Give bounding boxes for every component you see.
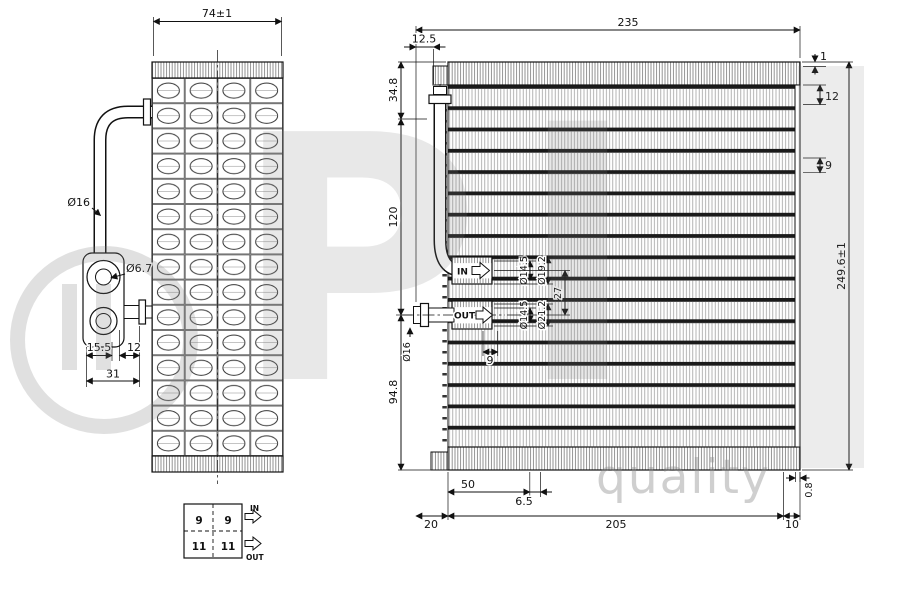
- dim-side-total: 31: [106, 368, 120, 381]
- dim-port-gap: 27: [553, 287, 564, 299]
- dim-side-fitting-dia: Ø6.7: [126, 262, 152, 275]
- side-inlet-pipe: [93, 105, 152, 258]
- dim-front-fin-height: 9: [825, 159, 832, 172]
- front-bottom-plate: [447, 446, 801, 471]
- schematic-out-label: OUT: [246, 553, 264, 562]
- dim-bot-e: 10: [785, 518, 799, 531]
- front-side-plate: [794, 84, 801, 448]
- side-stub-flange: [138, 299, 147, 325]
- dim-front-width: 235: [618, 16, 639, 29]
- side-pipe-flange: [142, 98, 152, 126]
- in-flow-arrow-icon: [471, 261, 491, 280]
- dim-side-pipe-dia: Ø16: [67, 196, 90, 209]
- front-pipe-open-end: [433, 86, 447, 95]
- schematic-cell-r1c2: 9: [224, 515, 231, 527]
- circuit-schematic: 9 9 11 11 IN OUT: [183, 503, 266, 564]
- schematic-in-label: IN: [250, 504, 259, 513]
- schematic-cell-r2c1: 11: [192, 541, 207, 553]
- dim-front-tube-pitch: 12: [825, 90, 839, 103]
- dim-front-seg-mid: 120: [387, 207, 400, 228]
- dim-front-plate-thk: 0.8: [804, 482, 815, 497]
- side-stub: [123, 305, 141, 319]
- dim-bot-c: 20: [424, 518, 438, 531]
- front-core: [447, 84, 801, 448]
- dim-side-offset: 15.5: [87, 341, 112, 354]
- out-flow-arrow-icon: [475, 305, 494, 325]
- front-pipe-flange: [428, 94, 452, 105]
- dim-stub-gap: 9: [487, 354, 494, 367]
- dim-stub-dia: Ø16: [402, 342, 413, 362]
- dim-front-lead: 12.5: [412, 33, 437, 46]
- front-bottom-tab: [430, 451, 449, 471]
- schematic-cell-r1c1: 9: [195, 515, 202, 527]
- dim-front-seg-bot: 94.8: [387, 380, 400, 405]
- dim-out-dia1: Ø14.5: [519, 301, 530, 330]
- dim-side-stub: 12: [127, 341, 141, 354]
- dim-front-seg-top: 34.8: [387, 78, 400, 103]
- dim-front-height: 249.6±1: [835, 242, 848, 290]
- front-view: IN OUT 235 12.5 34.8 120 94.8: [386, 15, 853, 533]
- dim-front-lip: 1: [820, 50, 827, 63]
- schematic-out-arrow-icon: [244, 535, 262, 552]
- dim-side-width: 74±1: [202, 7, 232, 20]
- front-top-plate: [447, 61, 801, 86]
- dim-bot-d: 205: [606, 518, 627, 531]
- dim-out-dia2: Ø21.2: [537, 301, 548, 330]
- out-label: OUT: [454, 312, 476, 322]
- schematic-in-arrow-icon: [244, 508, 262, 525]
- dim-bot-a: 50: [461, 478, 475, 491]
- schematic-cell-r2c2: 11: [221, 541, 236, 553]
- in-label: IN: [457, 268, 468, 278]
- dim-bot-b: 6.5: [515, 495, 533, 508]
- front-top-tab: [432, 65, 449, 86]
- side-view: 74±1 Ø16 Ø6.7 15.5 12 31: [66, 6, 284, 484]
